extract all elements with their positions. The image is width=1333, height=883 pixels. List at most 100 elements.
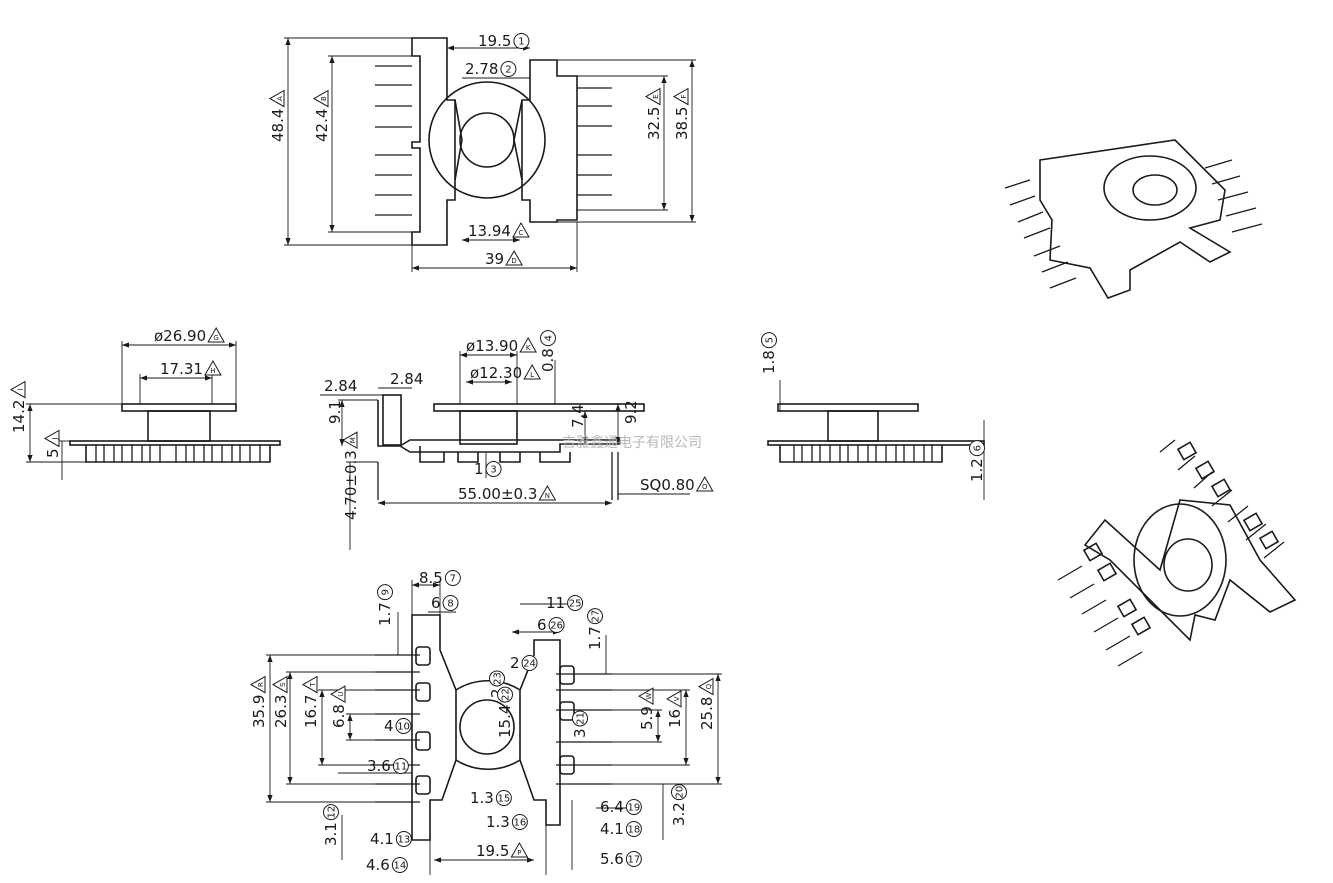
callout-triangle: K [519, 336, 537, 353]
dimension-b5: 26.3S [271, 675, 290, 728]
dimension-b14: 19.5 P [476, 841, 529, 860]
dimension-d4: 5J [43, 429, 62, 458]
callout-number: 15 [497, 794, 510, 805]
dimension-b23: 5.9W [637, 687, 656, 730]
dimension-value: 0.8 [539, 348, 557, 372]
dimension-value: 39 [485, 250, 504, 268]
dimension-value: 1.7 [586, 626, 604, 650]
callout-circle: 22 [497, 686, 513, 703]
callout-letter: C [519, 229, 524, 237]
dimension-h3: 32.5E [644, 87, 663, 140]
callout-number: 2 [505, 65, 511, 76]
callout-triangle: H [204, 359, 222, 376]
dimension-f12: 4.70±0.3M [341, 431, 360, 520]
callout-triangle: S [271, 675, 288, 694]
dimension-value: 2.78 [465, 60, 498, 78]
callout-circle: 16 [511, 814, 528, 830]
dimension-value: 6.8 [330, 704, 348, 728]
dimension-value: 55.00±0.3 [458, 485, 537, 503]
dimension-value: 1.3 [470, 789, 494, 807]
callout-letter: R [257, 682, 265, 687]
callout-letter: B [320, 96, 328, 101]
callout-number: 27 [591, 610, 602, 623]
callout-circle: 19 [625, 799, 642, 815]
callout-number: 17 [627, 855, 640, 866]
callout-circle: 8 [442, 595, 459, 611]
callout-letter: N [545, 492, 550, 500]
callout-triangle: A [268, 89, 285, 108]
callout-circle: 27 [587, 608, 603, 625]
callout-number: 16 [513, 818, 526, 829]
dimension-value: 42.4 [313, 109, 331, 142]
dimension-value: 19.5 [476, 842, 509, 860]
dimension-value: 4.6 [366, 856, 390, 874]
dimension-value: 3.1 [322, 822, 340, 846]
callout-number: 22 [501, 688, 512, 701]
callout-letter: F [680, 95, 688, 99]
dimension-b29: 3.220 [670, 784, 688, 826]
callout-circle: 10 [395, 718, 412, 734]
callout-circle: 4 [540, 330, 556, 347]
dimension-value: 14.2 [10, 400, 28, 433]
callout-letter: S [279, 682, 287, 687]
callout-number: 9 [381, 589, 392, 595]
callout-letter: L [530, 371, 534, 379]
callout-letter: A [276, 96, 284, 101]
callout-number: 7 [450, 574, 456, 585]
dimension-b4: 35.9R [249, 675, 268, 728]
callout-circle: 20 [671, 784, 687, 801]
bottom-view-right-pins [556, 673, 612, 785]
dimension-value: ø26.90 [154, 327, 206, 345]
callout-circle: 21 [572, 710, 588, 727]
dimension-value: 1.8 [760, 350, 778, 374]
callout-circle: 2 [500, 61, 517, 77]
dimension-b6: 16.7T [301, 675, 320, 728]
dimension-value: 3.2 [670, 802, 688, 826]
dimension-f2: ø12.30 L [470, 363, 541, 382]
callout-number: 14 [393, 861, 406, 872]
callout-triangle: I [9, 380, 26, 399]
callout-triangle: M [341, 431, 358, 450]
callout-triangle: T [301, 675, 318, 694]
callout-circle: 13 [395, 831, 412, 847]
watermark: 吉雅鑫通电子有限公司 [562, 434, 702, 451]
dimension-value: SQ0.80 [640, 476, 695, 494]
callout-letter: H [210, 367, 215, 375]
callout-triangle: B [312, 89, 329, 108]
callout-triangle: D [505, 249, 523, 266]
callout-triangle: V [665, 690, 682, 708]
front-view [320, 351, 690, 550]
callout-number: 25 [569, 599, 582, 610]
callout-number: 18 [627, 825, 640, 836]
callout-triangle: R [249, 675, 266, 694]
dimension-value: ø12.30 [470, 364, 522, 382]
callout-circle: 26 [548, 617, 565, 633]
top-view-left-pins [375, 65, 412, 216]
dimension-b3: 1.79 [376, 584, 394, 626]
dimension-b7: 6.8U [329, 685, 348, 728]
top-view-right-pins [577, 87, 612, 196]
callout-triangle: G [207, 326, 225, 343]
callout-letter: P [517, 849, 521, 857]
callout-number: 6 [973, 445, 984, 451]
dimension-value: ø13.90 [466, 337, 518, 355]
dimension-value: 13.94 [468, 222, 511, 240]
callout-circle: 9 [377, 584, 393, 601]
callout-letter: I [17, 389, 25, 391]
callout-circle: 14 [391, 857, 408, 873]
callout-letter: W [645, 693, 653, 700]
isometric-view-bottom [1057, 439, 1297, 667]
callout-circle: 6 [969, 440, 985, 457]
dimension-value: 1.2 [968, 458, 986, 482]
dimension-value: 1 [474, 460, 484, 478]
dimension-b20: 223 [488, 670, 506, 698]
callout-number: 21 [576, 712, 587, 725]
